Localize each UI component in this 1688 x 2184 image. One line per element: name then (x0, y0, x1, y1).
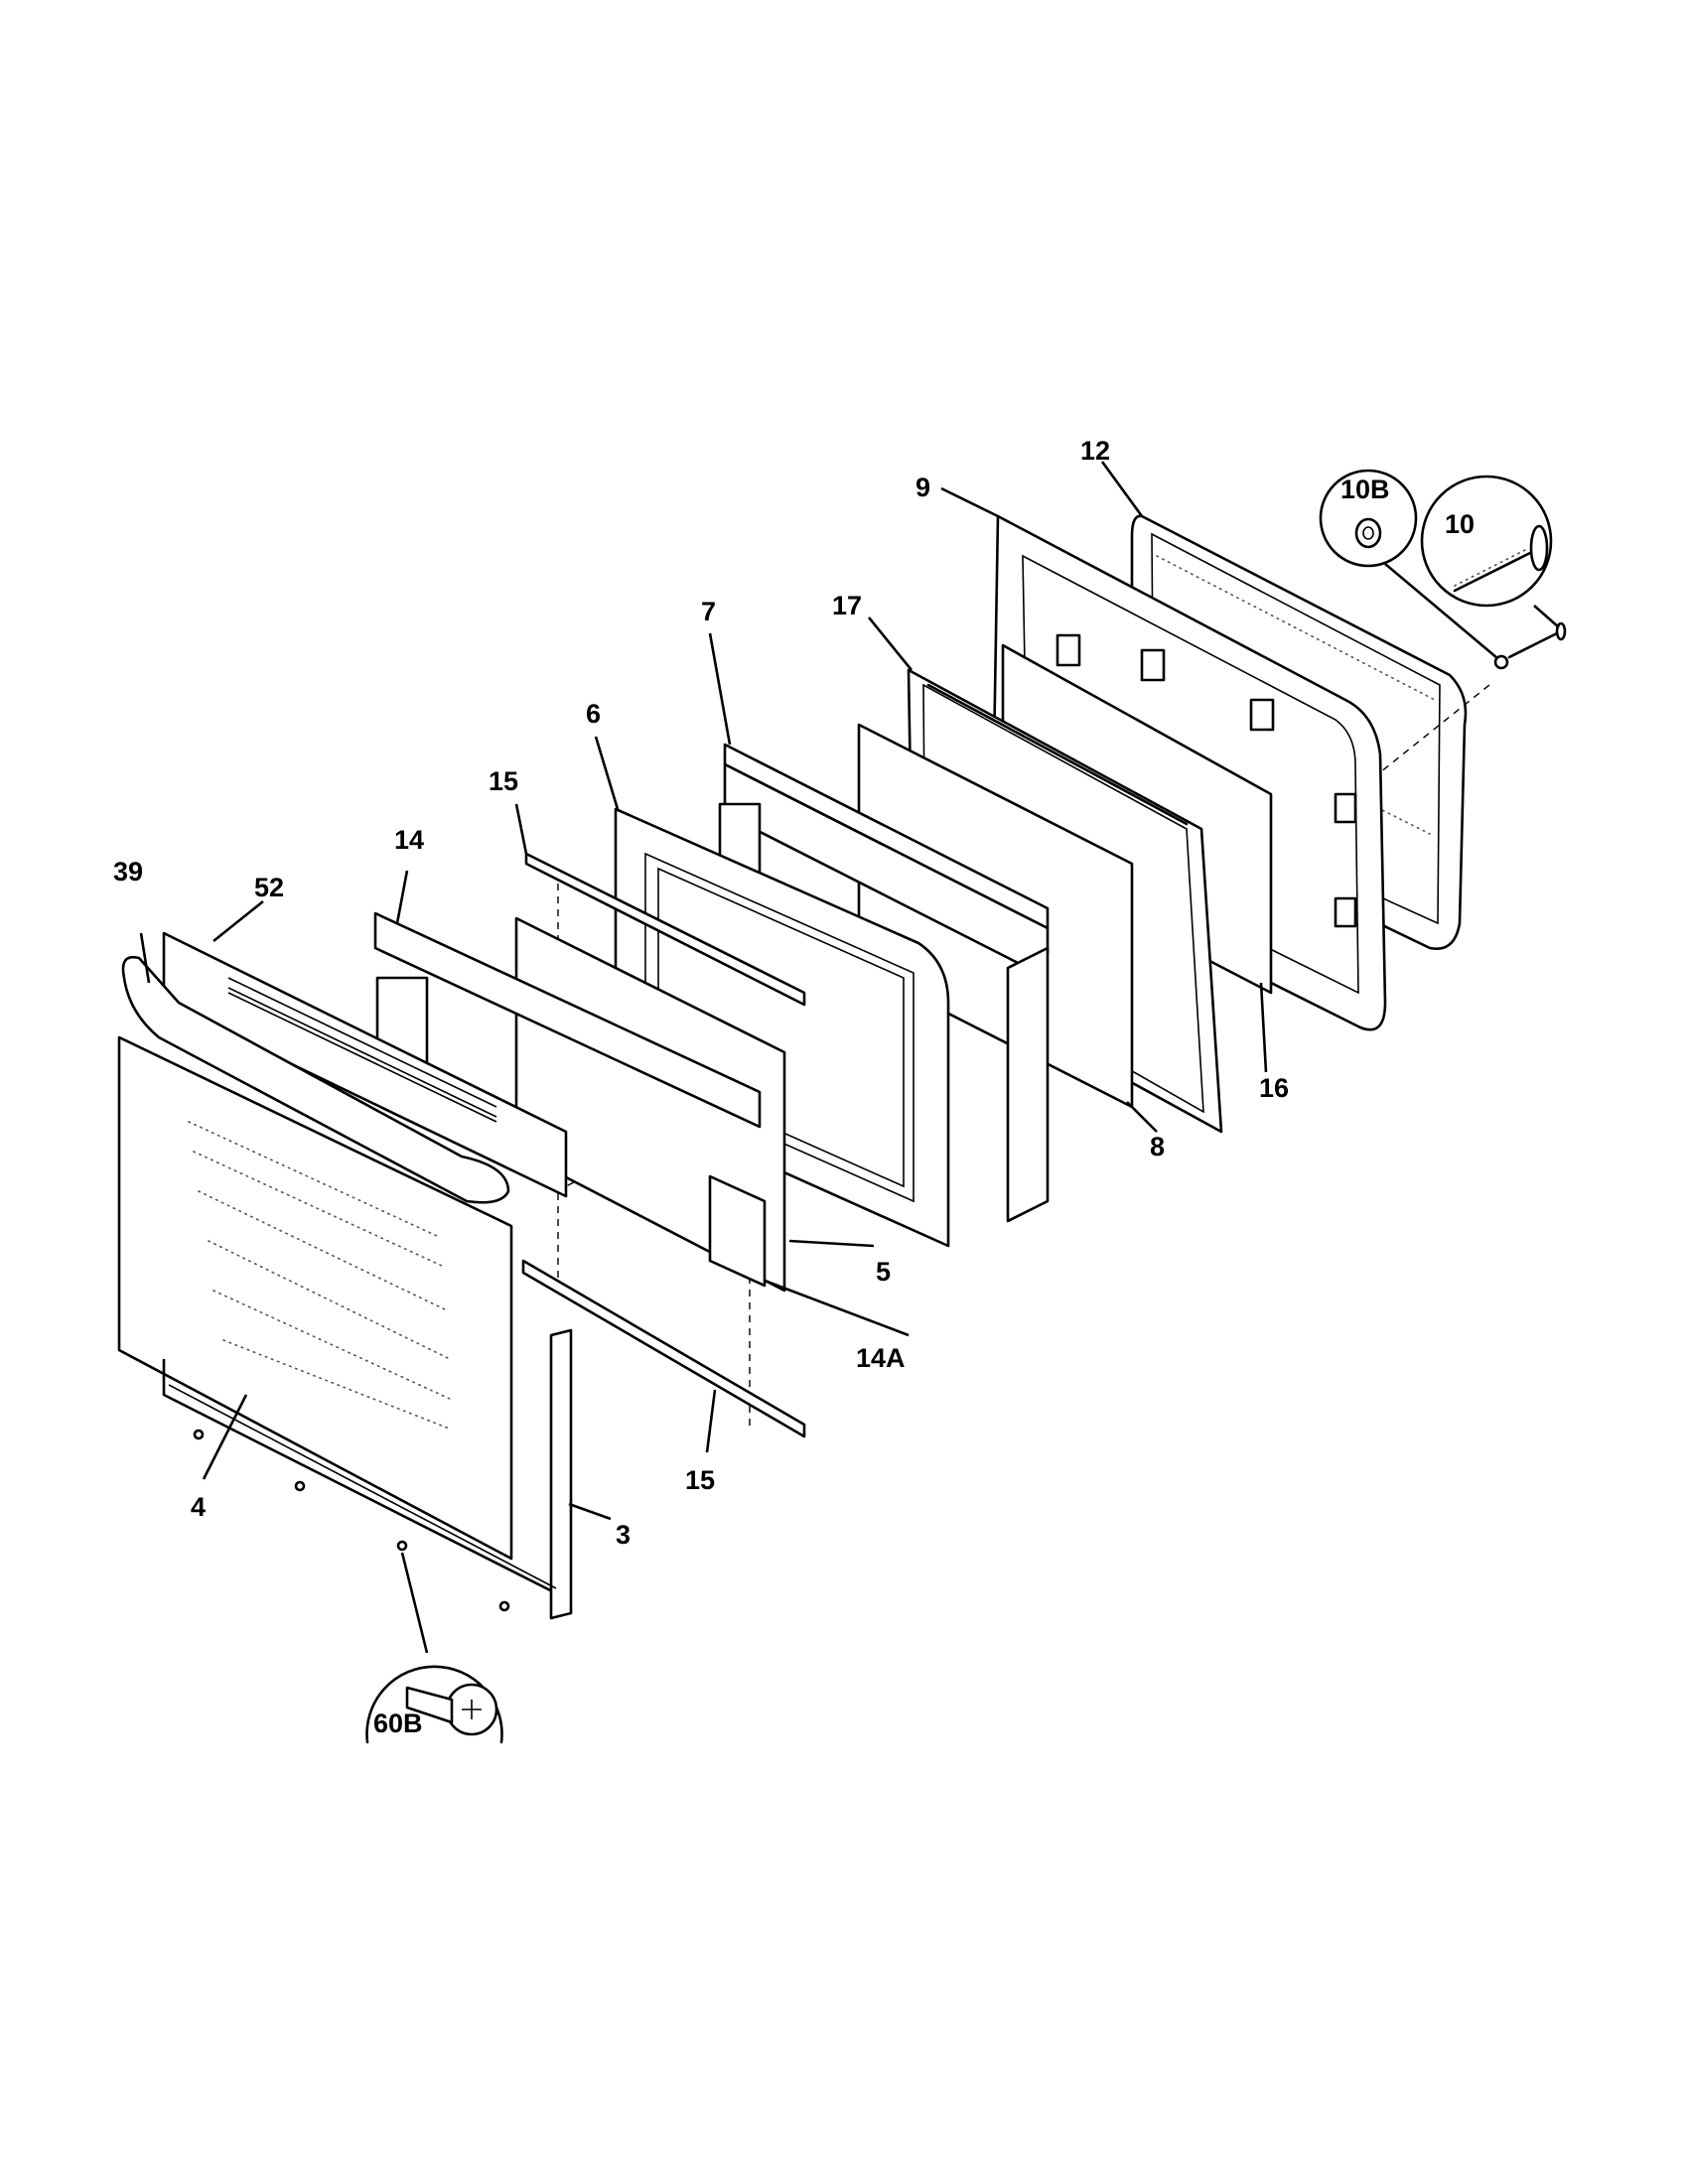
part-10-bolt (1493, 621, 1567, 670)
part-39-handle (121, 955, 510, 1204)
part-52-trim (162, 931, 568, 1198)
callout-labels: 39 52 14 15 6 7 17 9 12 10B 10 16 8 5 14… (113, 436, 1475, 1738)
callout-14A: 14A (856, 1343, 906, 1373)
callout-17: 17 (832, 591, 862, 620)
part-14A-insulation (708, 1174, 767, 1288)
callout-7: 7 (701, 597, 716, 626)
part-15-bottom-bracket (521, 1259, 806, 1438)
callout-14: 14 (394, 825, 424, 855)
callout-15-top: 15 (489, 766, 518, 796)
detail-10 (1420, 475, 1560, 628)
callout-6: 6 (586, 699, 601, 729)
callout-12: 12 (1080, 436, 1110, 466)
detail-10B (1319, 469, 1498, 659)
callout-4: 4 (191, 1492, 206, 1522)
part-4-outer-panel (117, 1035, 513, 1561)
callout-16: 16 (1259, 1073, 1289, 1103)
part-15-top-bracket (524, 852, 806, 1007)
callout-60B: 60B (373, 1708, 423, 1738)
callout-3: 3 (616, 1520, 631, 1550)
callout-5: 5 (876, 1257, 891, 1287)
callout-15-bottom: 15 (685, 1465, 715, 1495)
callout-10B: 10B (1340, 475, 1390, 504)
screws (193, 1429, 510, 1612)
callout-39: 39 (113, 857, 143, 887)
part-7-insulation (718, 743, 1050, 1223)
callout-8: 8 (1150, 1132, 1165, 1161)
callout-10: 10 (1445, 509, 1475, 539)
detail-60B (365, 1552, 503, 1744)
callout-52: 52 (254, 873, 284, 902)
leader-lines (139, 461, 1268, 1521)
callout-9: 9 (915, 473, 930, 502)
